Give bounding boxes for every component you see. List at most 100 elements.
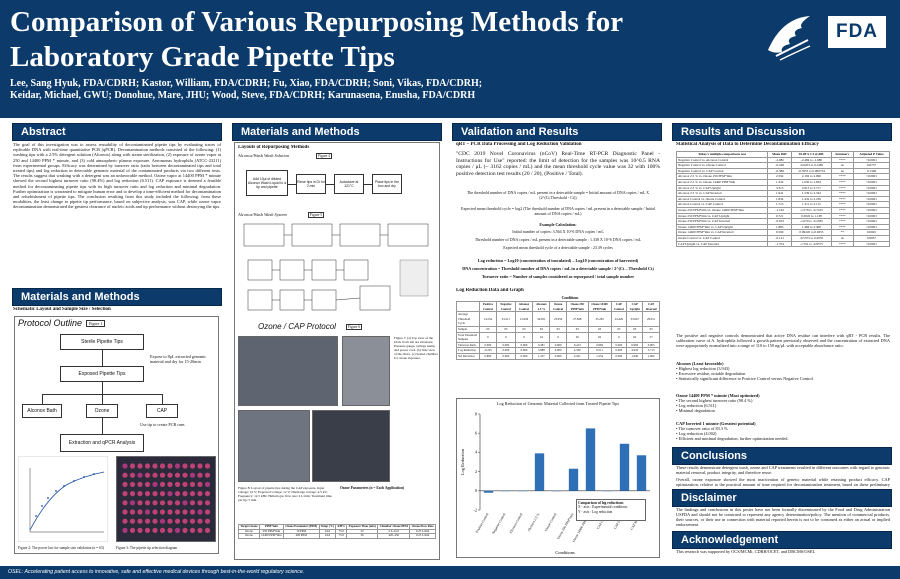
- log-table-cell: 14.534: [478, 311, 498, 327]
- pipette-tip-well: [137, 491, 143, 497]
- log-table-cell: 0: [514, 331, 534, 343]
- ozone-system-diagram: [243, 223, 429, 311]
- pipette-tip-well: [137, 500, 143, 506]
- log-table-cell: 24: [532, 331, 551, 343]
- ozone-findings-title: Ozone 14400 PPM * minute (Most optimized…: [676, 393, 760, 398]
- pipette-tip-well: [152, 472, 158, 478]
- tip-rack-grid: [122, 463, 211, 533]
- pipette-tip-well: [189, 472, 196, 478]
- pipette-tip-well: [189, 481, 196, 487]
- conclusions-text-1: These results demonstrate detergent wash…: [676, 465, 890, 476]
- pipette-tip-well: [144, 481, 151, 487]
- log-table-cell: 0.000: [610, 352, 628, 360]
- chart-x-tick-label: Alconox 2.5 %: [527, 512, 541, 532]
- pipette-tip-well: [174, 472, 181, 478]
- log-table-cell: 62: [626, 331, 644, 343]
- log-table-cell: 4.932: [626, 347, 644, 354]
- chart-x-tick-label: Positive Control: [475, 512, 490, 533]
- log-table-cell: 0.883: [478, 352, 498, 360]
- chart-y-label: Log Reduction: [460, 448, 465, 475]
- stat-table-cell: CAP Upright vs. CAP Inverted: [675, 240, 769, 248]
- log-table-cell: 24.429: [610, 311, 628, 327]
- abstract-text: The goal of this investigation was to as…: [13, 142, 221, 210]
- alconox-point-text: Excessive residue, notable degradation: [678, 371, 746, 377]
- chart-y-tick-label: 2: [475, 469, 477, 474]
- pipette-tip-well: [129, 509, 136, 515]
- log-table-cell: Std Deviation: [456, 352, 480, 360]
- alconox-step-1: Add 10μl of diluted Alconox Wash Liquid …: [246, 170, 288, 196]
- chart-x-label: Conditions: [555, 550, 575, 555]
- pipette-tip-well: [189, 509, 196, 515]
- log-table-group-header: Conditions: [561, 296, 579, 300]
- pipette-tip-well: [144, 463, 151, 469]
- chart-bar: [636, 455, 647, 491]
- authors-line-1: Lee, Sang Hyuk, FDA/CDRH; Kastor, Willia…: [10, 78, 483, 89]
- pipette-tip-well: [182, 481, 188, 487]
- acknowledgement-heading: Acknowledgement: [672, 531, 892, 549]
- pipette-tip-well: [137, 481, 143, 487]
- pipette-tip-well: [174, 509, 181, 515]
- flow-exposed-tips: Exposed Pipette Tips: [60, 366, 144, 382]
- flow-arrow-3: [102, 418, 103, 434]
- discussion-text: The positive and negative controls demon…: [676, 333, 890, 349]
- log-table-cell: 29.011: [642, 311, 660, 327]
- pipette-tip-well: [159, 509, 166, 515]
- author-list: Lee, Sang Hyuk, FDA/CDRH; Kastor, Willia…: [10, 78, 750, 102]
- log-table-cell: 23.211: [496, 311, 516, 327]
- pipette-tip-well: [197, 481, 203, 487]
- pipette-tip-well: [122, 481, 128, 487]
- chart-bar: [585, 428, 596, 491]
- flow-alconox-bath: Alconox Bath: [22, 404, 62, 418]
- chart-y-tick-label: 0: [475, 488, 477, 493]
- log-table-header-cell: Negative Control: [496, 300, 516, 313]
- alconox-point: • Highest log reduction (3.943): [676, 366, 730, 372]
- log-table-header-cell: CAP Control: [610, 300, 628, 313]
- chart-y-tick-label: -2: [474, 507, 477, 512]
- pipette-tip-well: [144, 500, 151, 506]
- figure-4-tag: Figure 4: [316, 153, 333, 159]
- flow-arrow-1: [102, 350, 103, 366]
- chart-bar: [534, 453, 545, 491]
- log-table-cell: -0.225: [478, 347, 498, 354]
- stat-table-cell: -1.374: [767, 240, 793, 248]
- log-table-header-cell: CAP Upright: [626, 300, 644, 313]
- validation-results-heading: Validation and Results: [452, 123, 662, 141]
- pipette-tip-well: [167, 491, 173, 497]
- pipette-tip-well: [152, 500, 158, 506]
- chart-x-tick-label: Ozone Control: [544, 512, 558, 531]
- log-table-header-cell: Positive Control: [478, 300, 498, 313]
- alconox-step-4: Place tips in the box and dry: [372, 174, 402, 194]
- example-line-2: Threshold number of DNA copies / mL pres…: [474, 237, 642, 242]
- alconox-layout-title: Alconox/Wash Wash Solution: [238, 153, 290, 158]
- alconox-point: • Statistically significant difference t…: [676, 376, 813, 382]
- log-reduction-formula: Log reduction = Log10 (concentration of …: [477, 258, 639, 263]
- ozone-parameter-table: Target Ozone PPM*min Ozone Parameter (PP…: [238, 524, 436, 539]
- pipette-tip-well: [167, 518, 173, 524]
- abstract-heading: Abstract: [12, 123, 222, 141]
- pipette-tip-well: [129, 518, 136, 524]
- log-table-header-cell: CAP Inverted: [642, 300, 660, 313]
- log-table-header-cell: [456, 300, 480, 313]
- log-table-cell: 0.000: [514, 341, 534, 349]
- pipette-tip-well: [129, 472, 136, 478]
- poster-footer: OSEL: Accelerating patient access to inn…: [0, 566, 900, 579]
- pipette-tip-well: [137, 527, 143, 533]
- figure-8-caption: Figure 8: Layout of pipette tips during …: [238, 486, 332, 502]
- chart-y-tick-label: 8: [475, 411, 477, 416]
- pipette-tip-well: [159, 481, 166, 487]
- log-table-cell: Total Threshold Samples: [456, 331, 480, 343]
- flow-cap: CAP: [146, 404, 178, 418]
- pipette-tip-well: [159, 491, 166, 497]
- pipette-tip-well: [189, 491, 196, 497]
- pipette-tip-well: [144, 509, 151, 515]
- ozone-table-row: Ozone 14400 PPM*min 400 PPM 24.6 75.0 36…: [238, 533, 436, 539]
- materials-methods-heading-left: Materials and Methods: [12, 288, 222, 306]
- pipette-tip-well: [122, 472, 128, 478]
- ozone-point-text: Log reduction (6.511): [678, 403, 717, 409]
- ozone-table-cell: 36: [346, 533, 379, 539]
- ozone-table-title: Ozone Parameters (n = Each Application): [340, 486, 405, 490]
- poster-title: Comparison of Various Repurposing Method…: [10, 6, 623, 73]
- alconox-findings: Alconox (Least favorable) • Highest log …: [676, 361, 890, 391]
